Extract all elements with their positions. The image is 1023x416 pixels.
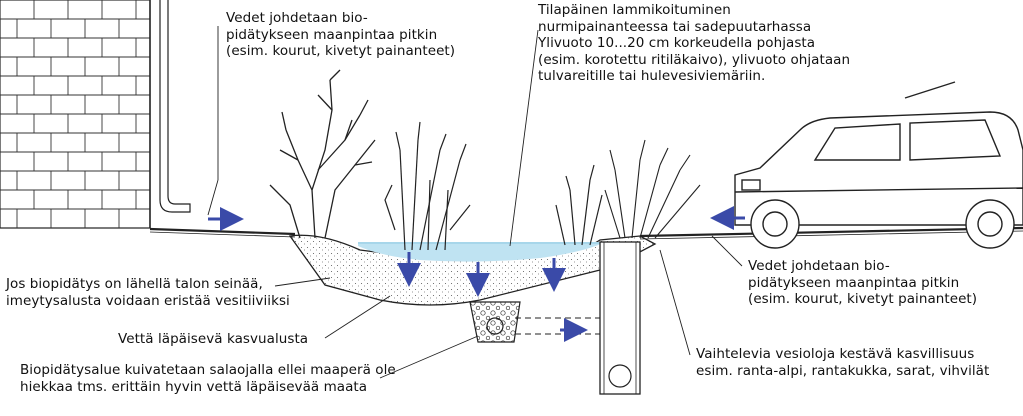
vegetation-note-line-2: esim. ranta-alpi, rantakukka, sarat, vih… bbox=[696, 362, 990, 379]
inflow-note-right: Vedet johdetaan bio- pidätykseen maanpin… bbox=[748, 258, 977, 308]
drainage-note-line-1: Biopidätysalue kuivatetaan salaojalla el… bbox=[20, 362, 396, 378]
reeds-icon-2 bbox=[555, 164, 603, 246]
ground-line-right bbox=[639, 226, 1023, 238]
reeds-icon bbox=[384, 121, 471, 251]
pond-overflow-note-line-4: (esim. korotettu ritiläkaivo), ylivuoto … bbox=[538, 51, 851, 68]
leader-lines bbox=[207, 26, 743, 379]
drain-trench bbox=[469, 301, 521, 343]
pond-overflow-note: Tilapäinen lammikoituminen nurmipainante… bbox=[538, 2, 850, 85]
drain-pipe bbox=[515, 317, 600, 335]
shrub-icon bbox=[269, 69, 376, 239]
pond-overflow-note-line-1: Tilapäinen lammikoituminen bbox=[538, 2, 731, 18]
inflow-note-right-line-1: Vedet johdetaan bio- bbox=[748, 258, 890, 274]
pond-overflow-note-line-2: nurmipainanteessa tai sadepuutarhassa bbox=[538, 18, 812, 35]
grass-tuft-icon bbox=[604, 139, 701, 239]
vegetation-note: Vaihtelevia vesioloja kestävä kasvillisu… bbox=[696, 346, 989, 379]
downspout-pipe bbox=[159, 0, 191, 213]
overflow-well bbox=[599, 241, 641, 395]
inflow-note-top-line-3: (esim. kourut, kivetyt painanteet) bbox=[226, 43, 456, 60]
car-icon bbox=[734, 81, 1023, 249]
drainage-note: Biopidätysalue kuivatetaan salaojalla el… bbox=[20, 362, 396, 395]
inflow-note-right-line-3: (esim. kourut, kivetyt painanteet) bbox=[748, 291, 978, 308]
ground-line-left bbox=[149, 227, 296, 236]
vegetation-note-line-1: Vaihtelevia vesioloja kestävä kasvillisu… bbox=[696, 346, 975, 362]
water-pond bbox=[358, 242, 605, 262]
wall-seal-note-line-2: imeytysalusta voidaan eristää vesitiivii… bbox=[6, 292, 290, 309]
drainage-note-line-2: hiekkaa tms. erittäin hyvin vettä läpäis… bbox=[20, 378, 368, 395]
wall-seal-note: Jos biopidätys on lähellä talon seinää, … bbox=[6, 276, 290, 309]
growing-medium-label: Vettä läpäisevä kasvualusta bbox=[118, 331, 309, 347]
pond-overflow-note-line-5: tulvareitille tai hulevesiviemäriin. bbox=[538, 68, 766, 85]
inflow-note-top: Vedet johdetaan bio- pidätykseen maanpin… bbox=[226, 10, 455, 60]
inflow-note-top-line-2: pidätykseen maanpintaa pitkin bbox=[226, 26, 438, 43]
inflow-note-right-line-2: pidätykseen maanpintaa pitkin bbox=[748, 274, 960, 291]
pond-overflow-note-line-3: Ylivuoto 10...20 cm korkeudella pohjasta bbox=[538, 35, 816, 52]
inflow-note-top-line-1: Vedet johdetaan bio- bbox=[226, 10, 368, 26]
wall-seal-note-line-1: Jos biopidätys on lähellä talon seinää, bbox=[6, 276, 263, 292]
flow-arrows bbox=[208, 206, 745, 342]
house-wall bbox=[0, 0, 151, 229]
